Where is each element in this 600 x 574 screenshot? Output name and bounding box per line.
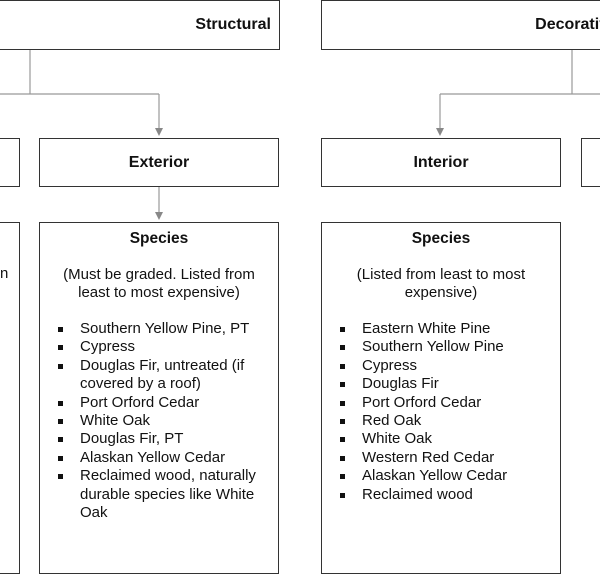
exterior-species-list: Southern Yellow Pine, PT Cypress Douglas… bbox=[40, 320, 278, 522]
list-item: Southern Yellow Pine bbox=[340, 338, 550, 356]
interior-species-list: Eastern White Pine Southern Yellow Pine … bbox=[322, 320, 560, 504]
interior-species-note: (Listed from least to most expensive) bbox=[356, 266, 526, 301]
left-partial-species-box: n bbox=[0, 222, 20, 574]
list-item: Cypress bbox=[340, 357, 550, 375]
list-item: Southern Yellow Pine, PT bbox=[58, 320, 268, 338]
list-item: Douglas Fir bbox=[340, 375, 550, 393]
interior-box: Interior bbox=[321, 138, 561, 187]
list-item: Alaskan Yellow Cedar bbox=[58, 449, 268, 467]
structural-label: Structural bbox=[195, 16, 271, 33]
interior-label: Interior bbox=[413, 153, 469, 171]
structural-box: Structural bbox=[0, 0, 280, 50]
list-item: Port Orford Cedar bbox=[340, 394, 550, 412]
left-partial-fragment: n bbox=[0, 265, 9, 282]
interior-species-title: Species bbox=[411, 230, 471, 247]
exterior-species-box: Species (Must be graded. Listed from lea… bbox=[39, 222, 279, 574]
list-item: White Oak bbox=[58, 412, 268, 430]
list-item: Alaskan Yellow Cedar bbox=[340, 467, 550, 485]
list-item: Reclaimed wood bbox=[340, 486, 550, 504]
exterior-species-note: (Must be graded. Listed from least to mo… bbox=[63, 266, 255, 301]
interior-species-box: Species (Listed from least to most expen… bbox=[321, 222, 561, 574]
list-item: Port Orford Cedar bbox=[58, 394, 268, 412]
list-item: Cypress bbox=[58, 338, 268, 356]
list-item: Red Oak bbox=[340, 412, 550, 430]
right-partial-box bbox=[581, 138, 600, 187]
list-item: Western Red Cedar bbox=[340, 449, 550, 467]
list-item: Douglas Fir, untreated (if covered by a … bbox=[58, 357, 268, 394]
list-item: Reclaimed wood, naturally durable specie… bbox=[58, 467, 268, 522]
left-partial-box bbox=[0, 138, 20, 187]
decorative-box: Decorative bbox=[321, 0, 600, 50]
list-item: Eastern White Pine bbox=[340, 320, 550, 338]
exterior-species-title: Species bbox=[129, 230, 189, 247]
list-item: Douglas Fir, PT bbox=[58, 430, 268, 448]
decorative-label: Decorative bbox=[535, 16, 600, 33]
exterior-box: Exterior bbox=[39, 138, 279, 187]
exterior-label: Exterior bbox=[128, 153, 190, 171]
list-item: White Oak bbox=[340, 430, 550, 448]
